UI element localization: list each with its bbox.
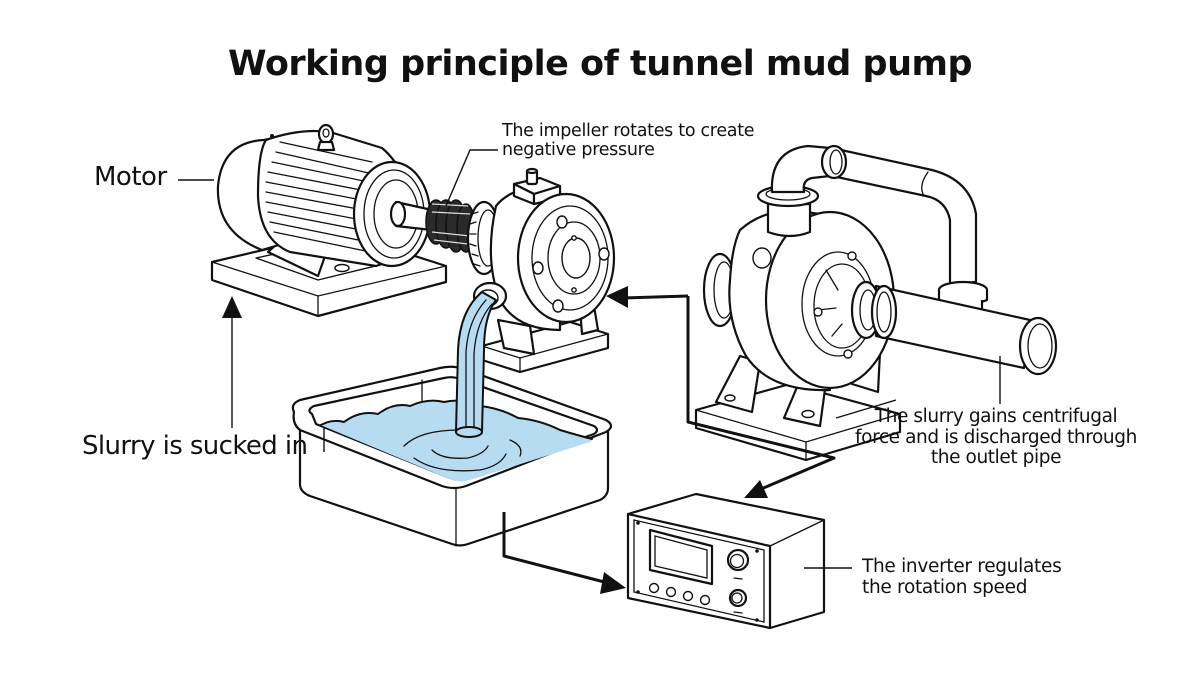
impeller-label-line-1: The impeller rotates to create bbox=[502, 121, 755, 141]
slurry-intake-label: Slurry is sucked in bbox=[82, 431, 308, 461]
inverter-button-1 bbox=[648, 582, 660, 594]
discharge-label-line-1: The slurry gains centrifugal bbox=[874, 406, 1118, 427]
inverter bbox=[626, 492, 826, 630]
impeller-pump bbox=[472, 167, 616, 374]
leader-lines bbox=[178, 149, 1001, 569]
inverter-knob-1 bbox=[726, 548, 750, 572]
discharge-label-line-3: the outlet pipe bbox=[930, 447, 1062, 469]
discharge-label: The slurry gains centrifugal force and i… bbox=[836, 406, 1156, 469]
leader-discharge-2 bbox=[835, 399, 897, 419]
discharge-label-line-2: force and is discharged through bbox=[855, 426, 1137, 448]
centrifugal-pump bbox=[694, 144, 1058, 462]
motor bbox=[210, 123, 448, 318]
inverter-button-3 bbox=[682, 590, 694, 602]
flow-basin-to-inverter bbox=[502, 512, 613, 586]
coupling bbox=[425, 199, 502, 276]
inverter-label-line-2: the rotation speed bbox=[862, 576, 1028, 598]
slurry-stream bbox=[455, 291, 497, 438]
slurry-basin bbox=[291, 365, 613, 547]
inverter-label-line-1: The inverter regulates bbox=[862, 556, 1062, 577]
lifting-eye bbox=[317, 123, 335, 145]
flow-control-loop bbox=[686, 296, 836, 494]
flow-arrows bbox=[222, 286, 836, 594]
motor-label: Motor bbox=[94, 162, 167, 192]
leader-impeller bbox=[445, 149, 498, 207]
impeller-label-line-2: negative pressure bbox=[502, 139, 655, 160]
inverter-label: The inverter regulates the rotation spee… bbox=[862, 556, 1062, 598]
inverter-button-2 bbox=[665, 586, 677, 598]
inverter-button-4 bbox=[699, 594, 711, 606]
diagram-title: Working principle of tunnel mud pump bbox=[227, 44, 973, 84]
impeller-label: The impeller rotates to create negative … bbox=[502, 121, 755, 160]
inverter-screen bbox=[648, 528, 714, 586]
